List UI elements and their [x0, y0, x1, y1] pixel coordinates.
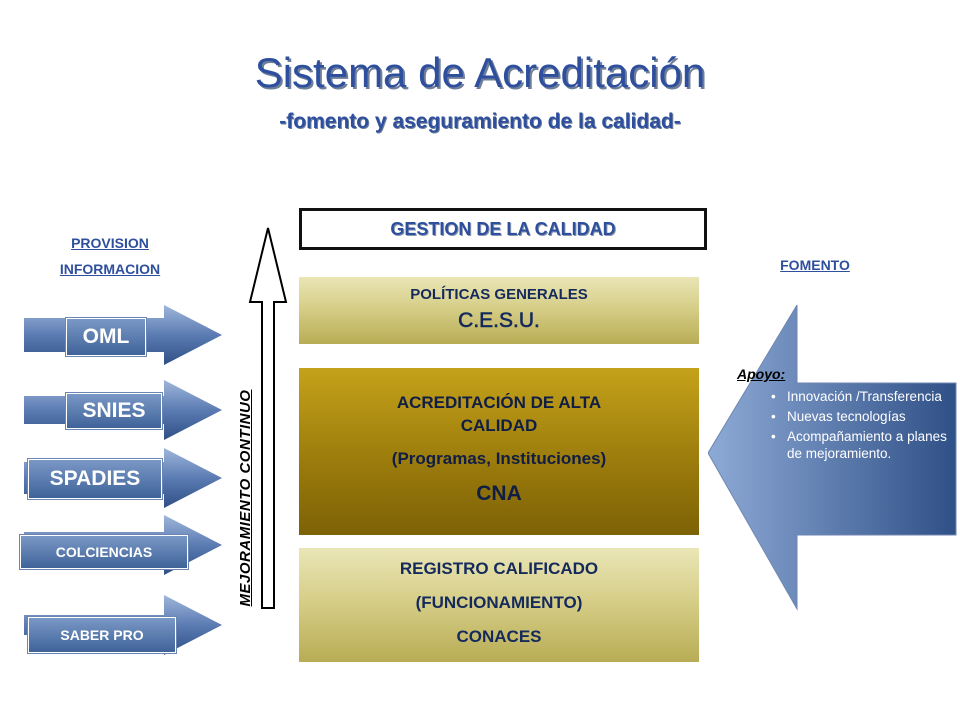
politicas-box: POLÍTICAS GENERALES C.E.S.U.: [299, 277, 699, 344]
apoyo-item: Nuevas tecnologías: [771, 408, 957, 425]
provision-header-line2: INFORMACION: [59, 261, 161, 277]
provision-header: PROVISION INFORMACION: [40, 230, 180, 282]
cna-label: CNA: [476, 482, 522, 505]
apoyo-item: Acompañamiento a planes de mejoramiento.: [771, 428, 957, 462]
up-arrow-icon: [248, 227, 288, 609]
provision-header-line1: PROVISION: [71, 235, 149, 251]
registro-line2: (FUNCIONAMIENTO): [415, 593, 583, 612]
spadies-label: SPADIES: [28, 459, 162, 499]
snies-label: SNIES: [66, 393, 162, 429]
saber-pro-label: SABER PRO: [28, 617, 176, 653]
mejoramiento-continuo-label: MEJORAMIENTO CONTINUO: [237, 389, 254, 607]
acreditacion-line1: ACREDITACIÓN DE ALTA: [396, 393, 602, 412]
politicas-title: POLÍTICAS GENERALES: [410, 286, 588, 303]
acreditacion-line3: (Programas, Instituciones): [391, 449, 607, 468]
gestion-calidad-box: GESTION DE LA CALIDAD: [299, 208, 707, 250]
apoyo-title: Apoyo:: [737, 366, 786, 382]
colciencias-label: COLCIENCIAS: [20, 535, 188, 569]
registro-line1: REGISTRO CALIFICADO: [399, 559, 599, 578]
acreditacion-line2: CALIDAD: [460, 416, 538, 435]
page-title: Sistema de Acreditación: [254, 49, 706, 96]
registro-box: REGISTRO CALIFICADO (FUNCIONAMIENTO) CON…: [299, 548, 699, 662]
apoyo-list: Innovación /Transferencia Nuevas tecnolo…: [771, 388, 957, 465]
registro-line3: CONACES: [456, 627, 542, 646]
page-subtitle: -fomento y aseguramiento de la calidad-: [279, 110, 681, 133]
cesu-label: C.E.S.U.: [458, 309, 540, 333]
acreditacion-box: ACREDITACIÓN DE ALTA CALIDAD (Programas,…: [299, 368, 699, 535]
oml-label: OML: [66, 318, 146, 356]
fomento-header: FOMENTO: [780, 257, 850, 273]
apoyo-item: Innovación /Transferencia: [771, 388, 957, 405]
